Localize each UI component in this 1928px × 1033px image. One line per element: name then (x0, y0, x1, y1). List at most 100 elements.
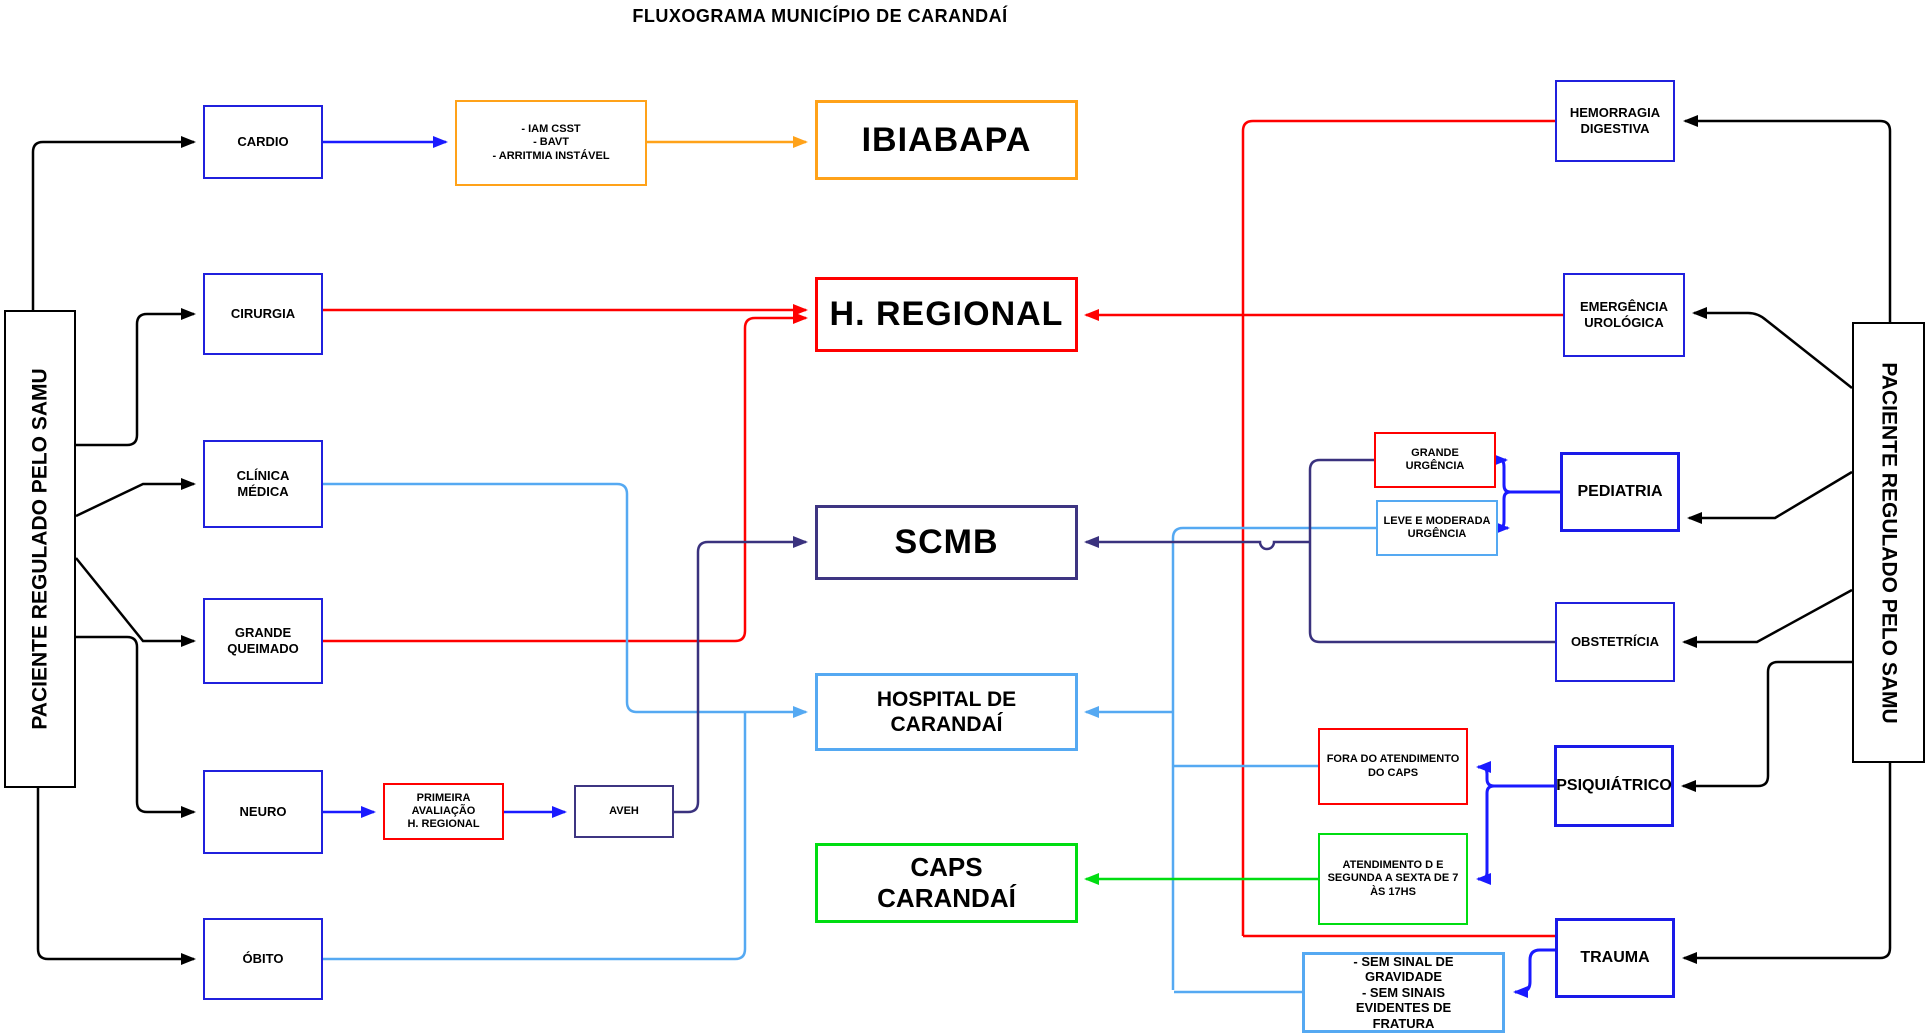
node-caps-carandai: CAPS CARANDAÍ (815, 843, 1078, 923)
edge-aveh-to-scmb (674, 536, 808, 814)
edge-samu-to-hemorragia (1683, 115, 1892, 322)
node-line: UROLÓGICA (1584, 315, 1664, 330)
edge-samu-to-clinica-medica (75, 478, 196, 518)
node-line: ATENDIMENTO D E (1342, 859, 1444, 872)
node-label: TRAUMA (1580, 949, 1650, 967)
node-label: SCMB (894, 523, 999, 562)
node-label: AVEH (609, 804, 639, 817)
node-line: EMERGÊNCIA (1579, 299, 1669, 315)
node-label: ÓBITO (242, 951, 284, 967)
node-aveh: AVEH (574, 785, 674, 838)
node-primeira-avaliacao: PRIMEIRA AVALIAÇÃO H. REGIONAL (383, 783, 504, 840)
edge-samu-to-trauma (1682, 763, 1892, 964)
node-line: PRIMEIRA (416, 791, 471, 804)
node-h-regional: H. REGIONAL (815, 277, 1078, 352)
node-line: URGÊNCIA (1405, 460, 1465, 472)
node-clinica-medica: CLÍNICA MÉDICA (203, 440, 323, 528)
edge-grande-queimado-to-hregional (323, 312, 808, 643)
edge-pediatria-to-grande-urgencia (1493, 454, 1511, 494)
node-iam-criteria: - IAM CSST - BAVT - ARRITMIA INSTÁVEL (455, 100, 647, 186)
node-sem-sinal: - SEM SINAL DE GRAVIDADE - SEM SINAIS EV… (1302, 952, 1505, 1033)
node-fora-do-caps: FORA DO ATENDIMENTO DO CAPS (1318, 728, 1468, 805)
edge-urgencia-obstetricia-trunk (1308, 458, 1555, 644)
node-grande-urgencia: GRANDE URGÊNCIA (1374, 432, 1496, 488)
edge-obito-feed (323, 712, 747, 961)
node-line: DO CAPS (1367, 766, 1419, 779)
node-obito: ÓBITO (203, 918, 323, 1000)
page-title: FLUXOGRAMA MUNICÍPIO DE CARANDAÍ (632, 6, 1008, 26)
node-label: H. REGIONAL (829, 295, 1064, 334)
node-line: - SEM SINAIS (1361, 984, 1446, 1000)
node-psiquiatrico: PSIQUIÁTRICO (1554, 745, 1674, 827)
node-line: - ARRITMIA INSTÁVEL (492, 149, 610, 162)
node-ibiabapa: IBIABAPA (815, 100, 1078, 180)
node-obstetricia: OBSTETRÍCIA (1555, 602, 1675, 682)
node-line: ÀS 17HS (1370, 885, 1416, 898)
node-line: GRANDE (1411, 446, 1459, 459)
node-neuro: NEURO (203, 770, 323, 854)
edge-samu-to-psiquiatrico (1681, 660, 1852, 792)
edge-trunk-to-scmb (1084, 536, 1310, 551)
node-line: DIGESTIVA (1580, 121, 1650, 136)
node-trauma: TRAUMA (1555, 918, 1675, 998)
node-line: CARANDAÍ (890, 713, 1003, 736)
node-label: PEDIATRIA (1577, 483, 1663, 501)
edge-samu-to-cirurgia (76, 308, 196, 447)
node-line: QUEIMADO (227, 641, 299, 656)
edge-samu-to-cardio (31, 136, 196, 310)
node-leve-moderada-urgencia: LEVE E MODERADA URGÊNCIA (1376, 500, 1498, 556)
edge-samu-to-obstetricia (1682, 588, 1853, 648)
edge-pediatria-to-leve-moderada (1495, 490, 1511, 534)
node-pediatria: PEDIATRIA (1560, 452, 1680, 532)
edge-samu-to-pediatria (1687, 470, 1853, 524)
node-label: PSIQUIÁTRICO (1556, 777, 1672, 795)
node-line: CAPS (910, 851, 983, 882)
node-line: HEMORRAGIA (1569, 105, 1661, 121)
node-hospital-carandai: HOSPITAL DE CARANDAÍ (815, 673, 1078, 751)
node-scmb: SCMB (815, 505, 1078, 580)
edge-samu-to-obito (36, 788, 196, 965)
node-hemorragia-digestiva: HEMORRAGIA DIGESTIVA (1555, 80, 1675, 162)
node-line: CLÍNICA (236, 468, 290, 484)
node-line: FORA DO ATENDIMENTO (1326, 753, 1460, 766)
node-label: PACIENTE REGULADO PELO SAMU (28, 368, 52, 730)
node-line: HOSPITAL DE (876, 687, 1017, 711)
edge-trauma-to-sem-sinal (1513, 948, 1556, 998)
node-line: - IAM CSST (521, 123, 581, 136)
node-line: GRAVIDADE (1364, 969, 1443, 985)
edge-samu-to-neuro (76, 635, 196, 818)
node-line: AVALIAÇÃO (411, 804, 476, 817)
edge-samu-to-urologica (1692, 307, 1853, 389)
edge-samu-to-grande-queimado (75, 557, 196, 647)
node-line: H. REGIONAL (407, 818, 480, 831)
node-label: OBSTETRÍCIA (1570, 634, 1660, 650)
node-cardio: CARDIO (203, 105, 323, 179)
node-line: FRATURA (1372, 1015, 1435, 1031)
edge-clinica-to-hospital (323, 482, 808, 718)
node-line: LEVE E MODERADA (1383, 514, 1491, 527)
node-line: CARANDAÍ (877, 883, 1016, 913)
edge-leve-moderada-trunk (1171, 526, 1376, 990)
node-paciente-samu-left: PACIENTE REGULADO PELO SAMU (4, 310, 76, 788)
edge-psiquiatrico-to-atendimento (1476, 784, 1495, 885)
node-cirurgia: CIRURGIA (203, 273, 323, 355)
node-line: GRANDE (234, 625, 292, 641)
node-label: CIRURGIA (230, 306, 296, 322)
node-line: - BAVT (533, 136, 569, 149)
node-label: CARDIO (237, 134, 289, 150)
node-label: NEURO (239, 804, 287, 820)
node-label: IBIABAPA (861, 120, 1032, 159)
node-line: SEGUNDA A SEXTA DE 7 (1327, 872, 1459, 885)
edge-hemorragia-red-trunk (1241, 119, 1555, 936)
node-line: URGÊNCIA (1407, 528, 1467, 540)
node-line: MÉDICA (237, 484, 289, 499)
node-line: EVIDENTES DE (1355, 1000, 1452, 1016)
edge-psiquiatrico-to-fora-caps (1476, 761, 1495, 788)
node-emergencia-urologica: EMERGÊNCIA UROLÓGICA (1563, 273, 1685, 357)
node-paciente-samu-right: PACIENTE REGULADO PELO SAMU (1852, 322, 1925, 763)
node-line: - SEM SINAL DE (1353, 953, 1454, 969)
node-grande-queimado: GRANDE QUEIMADO (203, 598, 323, 684)
node-atendimento-caps: ATENDIMENTO D E SEGUNDA A SEXTA DE 7 ÀS … (1318, 833, 1468, 925)
